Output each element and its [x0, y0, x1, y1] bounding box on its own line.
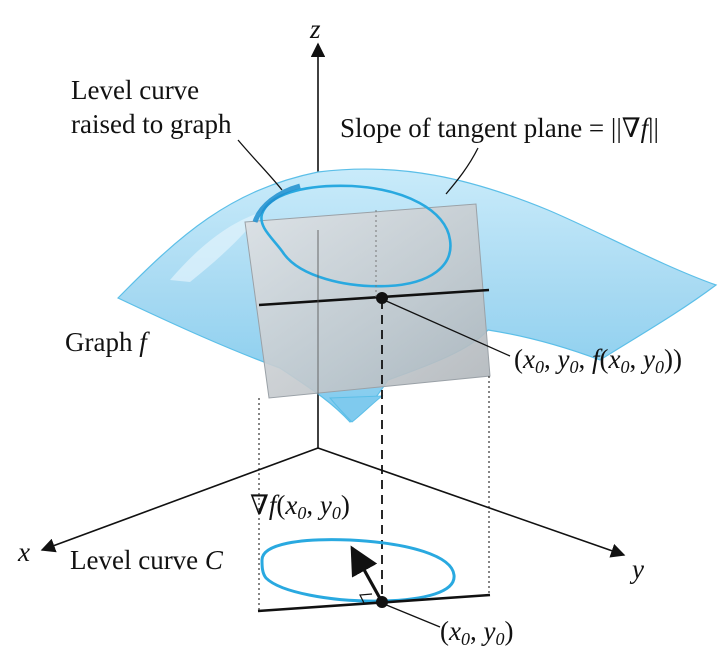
surface-bottom-tip — [328, 395, 384, 423]
y-axis-label: y — [629, 554, 644, 584]
x-axis-label: x — [17, 537, 30, 567]
level-curve-c — [260, 538, 456, 603]
leader-point-3d — [383, 299, 511, 357]
leader-point-2d — [383, 603, 441, 628]
right-angle-marker — [359, 593, 373, 604]
leader-level-curve-raised — [237, 139, 283, 191]
label-level-curve-raised-1: Level curve — [71, 75, 199, 105]
raised-level-curve-front — [252, 183, 301, 223]
y-axis-line — [317, 447, 626, 558]
tangent-line-base — [257, 593, 491, 613]
label-graph-f: Graph f — [65, 327, 150, 357]
point-on-base — [376, 596, 388, 608]
raised-level-curve — [260, 184, 452, 288]
label-point-3d: (x0, y0, f(x0, y0)) — [514, 344, 682, 377]
surface-highlight — [170, 212, 262, 282]
leader-slope — [445, 147, 479, 195]
label-point-2d: (x0, y0) — [440, 616, 513, 649]
tangent-plane — [244, 203, 491, 399]
z-axis-label: z — [309, 14, 321, 44]
label-gradient: ∇f(x0, y0) — [250, 490, 350, 523]
gradient-vector — [350, 545, 384, 603]
label-level-curve-raised-2: raised to graph — [71, 109, 232, 139]
label-level-curve-c: Level curve C — [70, 545, 224, 575]
x-axis-line — [40, 447, 319, 553]
point-on-graph — [376, 292, 388, 304]
tangent-line-on-plane — [258, 288, 490, 307]
label-slope-tangent-plane: Slope of tangent plane = ||∇f|| — [340, 113, 659, 143]
